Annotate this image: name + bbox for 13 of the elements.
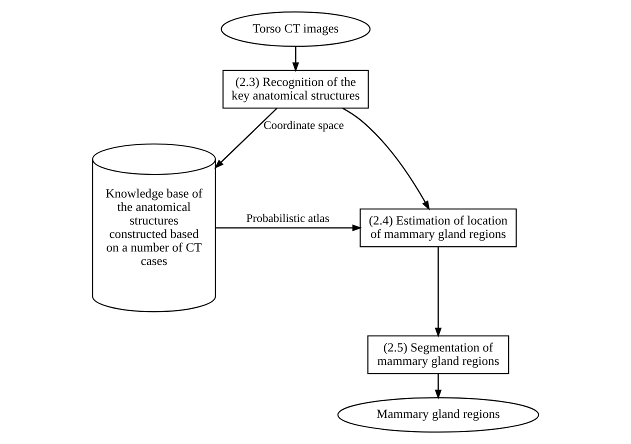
node-box: (2.3) Recognition of the key anatomical structures [222,70,369,109]
node-box: (2.4) Estimation of location of mammary gland regions [360,208,517,248]
arrow [434,246,442,338]
node-ellipse: Mammary gland regions [337,397,540,433]
arrow [342,108,430,210]
arrow [434,374,442,400]
arrow [216,224,362,232]
node-ellipse: Torso CT images [220,11,371,47]
arrow [214,108,278,169]
edge-label: Probabilistic atlas [246,212,330,225]
node-box: (2.5) Segmentation of mammary gland regions [367,335,510,374]
edge-label: Coordinate space [264,119,344,132]
arrow [292,46,300,72]
